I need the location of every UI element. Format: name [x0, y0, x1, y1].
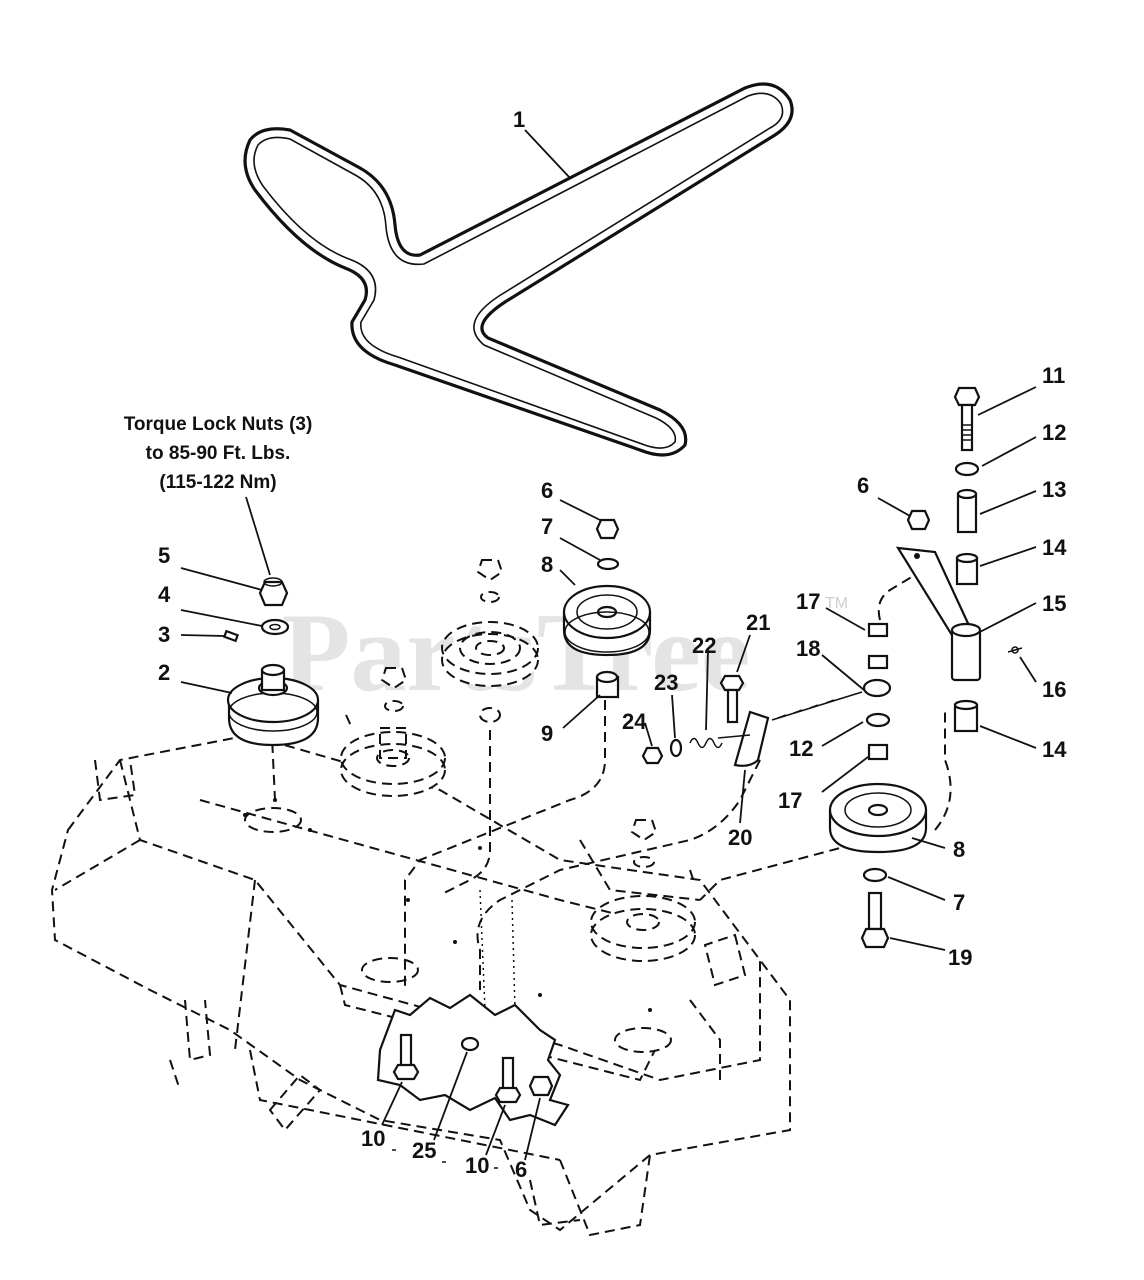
- spindle-pulley-center: [340, 727, 446, 797]
- bolt-10-left: [392, 1033, 420, 1081]
- nut-24: [641, 746, 664, 765]
- callout-2: 2: [158, 660, 170, 685]
- washer-12-top: [954, 461, 980, 477]
- callout-separators: [392, 1149, 498, 1169]
- callout-5: 5: [158, 543, 170, 568]
- upper-dashed-pulley: [345, 559, 695, 883]
- spring-22: [689, 737, 723, 749]
- callout-22: 22: [692, 633, 716, 658]
- bolt-10-right: [494, 1056, 522, 1104]
- callout-10-left: 10: [361, 1126, 385, 1151]
- belt: [243, 82, 794, 457]
- bushing-14-top: [955, 552, 979, 586]
- lock-nut-5: [258, 577, 289, 607]
- torque-note-line2: to 85-90 Ft. Lbs.: [146, 443, 291, 464]
- lock-nut-6-right: [906, 509, 931, 531]
- callout-17-top: 17: [796, 589, 820, 614]
- eyebolt-18: [771, 691, 863, 721]
- callout-8-right: 8: [953, 837, 965, 862]
- callout-19: 19: [948, 945, 972, 970]
- idler-arm: [895, 546, 1023, 682]
- callout-25: 25: [412, 1138, 436, 1163]
- spacers-17-12: [862, 622, 892, 761]
- bushing-14-bottom: [953, 699, 979, 733]
- callout-9: 9: [541, 721, 553, 746]
- torque-note: Torque Lock Nuts (3) to 85-90 Ft. Lbs. (…: [124, 414, 313, 493]
- spacer-13: [956, 488, 978, 534]
- washer-7-right: [862, 867, 888, 883]
- spindle-pulley-right: [590, 895, 696, 962]
- callout-10-right: 10: [465, 1153, 489, 1178]
- callout-labels: 1 2 3 4 5 6 6 6 7 7 8 8 9 10 10 11 12 12…: [158, 107, 1067, 1182]
- washer-7-top: [596, 557, 620, 571]
- nut-6-bottom: [528, 1075, 554, 1097]
- callout-6-bottom: 6: [515, 1157, 527, 1182]
- bolt-11: [953, 386, 981, 452]
- drive-pulley: [226, 663, 320, 747]
- watermark-trademark: TM: [825, 595, 848, 612]
- callout-8-top: 8: [541, 552, 553, 577]
- washer-25: [460, 1036, 480, 1052]
- callout-24: 24: [622, 709, 647, 734]
- callout-21: 21: [746, 610, 770, 635]
- bolt-19: [860, 891, 890, 949]
- torque-note-line3: (115-122 Nm): [159, 472, 276, 493]
- callout-16: 16: [1042, 677, 1066, 702]
- callout-6-top: 6: [541, 478, 553, 503]
- callout-18: 18: [796, 636, 820, 661]
- lock-nut-6-top: [595, 518, 620, 540]
- bracket-20: [717, 710, 770, 767]
- key-3: [222, 629, 240, 643]
- callout-11: 11: [1042, 363, 1065, 388]
- callout-12-mid: 12: [789, 736, 813, 761]
- callout-23: 23: [654, 670, 678, 695]
- mower-deck: [50, 733, 791, 1237]
- callout-15: 15: [1042, 591, 1066, 616]
- callout-14-bottom: 14: [1042, 737, 1067, 762]
- callout-6-right: 6: [857, 473, 869, 498]
- torque-note-line1: Torque Lock Nuts (3): [124, 414, 313, 435]
- idler-pulley-right: [828, 782, 928, 854]
- washer-23: [669, 738, 683, 758]
- callout-4: 4: [158, 582, 171, 607]
- callout-20: 20: [728, 825, 752, 850]
- washer-4: [260, 618, 290, 636]
- callout-13: 13: [1042, 477, 1066, 502]
- idler-pulley-top: [562, 584, 652, 657]
- callout-7-top: 7: [541, 514, 553, 539]
- callout-14-top: 14: [1042, 535, 1067, 560]
- callout-1: 1: [513, 107, 525, 132]
- callout-3: 3: [158, 622, 170, 647]
- blade: [376, 993, 570, 1127]
- callout-12-top: 12: [1042, 420, 1066, 445]
- callout-7-right: 7: [953, 890, 965, 915]
- spacer-9: [595, 670, 620, 699]
- leader-lines: [180, 129, 1037, 1161]
- callout-17-bottom: 17: [778, 788, 802, 813]
- bolt-21: [719, 674, 745, 724]
